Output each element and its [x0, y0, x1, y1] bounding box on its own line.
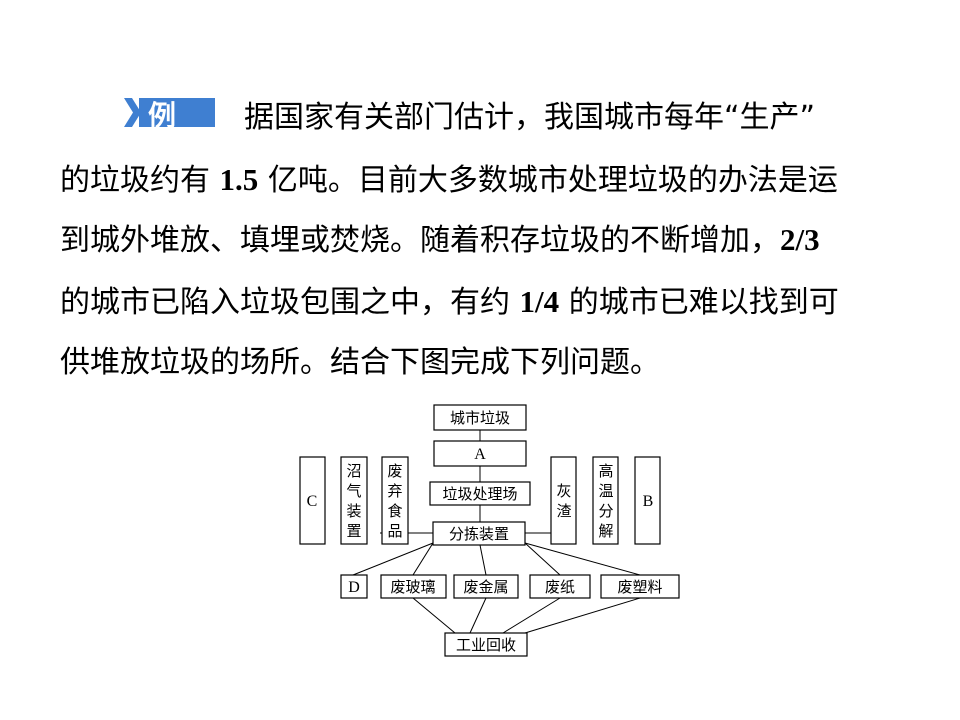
paragraph-line-2: 的垃圾约有 1.5 亿吨。目前大多数城市处理垃圾的办法是运: [60, 162, 838, 198]
pyrolysis-char-1: 高: [598, 462, 613, 480]
metal-label: 废金属: [463, 578, 508, 596]
pyrolysis-char-2: 温: [598, 482, 613, 500]
plastic-box: [600, 574, 680, 599]
plastic-label: 废塑料: [617, 578, 662, 596]
biogas-box: [340, 456, 368, 545]
biogas-char-2: 气: [346, 482, 361, 500]
plant-label: 垃圾处理场: [442, 485, 517, 503]
box-d: [340, 574, 368, 599]
box-b: [634, 456, 661, 545]
paragraph-line-4: 的城市已陷入垃圾包围之中，有约 1/4 的城市已难以找到可: [60, 284, 839, 320]
food-waste-box: [381, 456, 409, 545]
biogas-char-1: 沼: [346, 462, 361, 480]
paper-label: 废纸: [545, 578, 575, 596]
biogas-char-3: 装: [346, 502, 361, 520]
glass-box: [380, 574, 447, 599]
food-waste-char-4: 品: [387, 522, 402, 540]
plant-box: [429, 481, 531, 506]
food-waste-char-3: 食: [387, 502, 402, 520]
metal-box: [453, 574, 519, 599]
food-waste-char-1: 废: [387, 462, 402, 480]
pyrolysis-char-3: 分: [598, 502, 613, 520]
city-garbage-box: [433, 404, 527, 431]
city-garbage-label: 城市垃圾: [450, 409, 510, 427]
box-a-label: A: [474, 446, 486, 463]
paragraph-line-3: 到城外堆放、填埋或焚烧。随着积存垃圾的不断增加，2/3: [60, 222, 820, 258]
recycling-box: [444, 632, 528, 657]
sorting-box: [432, 521, 526, 546]
pyrolysis-char-4: 解: [598, 522, 613, 540]
glass-label: 废玻璃: [390, 578, 435, 596]
box-b-label: B: [643, 493, 654, 510]
box-d-label: D: [348, 579, 360, 596]
pyrolysis-box: [592, 456, 619, 545]
biogas-char-4: 置: [346, 522, 361, 540]
paragraph-line-5: 供堆放垃圾的场所。结合下图完成下列问题。: [60, 345, 660, 380]
example-label: 例: [148, 99, 178, 132]
ash-box: [550, 456, 577, 545]
ash-char-1: 灰: [556, 482, 571, 500]
food-waste-char-2: 弃: [387, 482, 402, 500]
sorting-label: 分拣装置: [449, 525, 509, 543]
box-c: [299, 456, 326, 545]
paragraph-line-1: 据国家有关部门估计，我国城市每年“生产”: [244, 100, 816, 135]
recycling-label: 工业回收: [456, 636, 516, 654]
box-a: [433, 440, 527, 467]
example-badge: 例: [124, 96, 215, 132]
box-c-label: C: [307, 493, 318, 510]
paper-box: [529, 574, 591, 599]
ash-char-2: 渣: [556, 502, 571, 520]
